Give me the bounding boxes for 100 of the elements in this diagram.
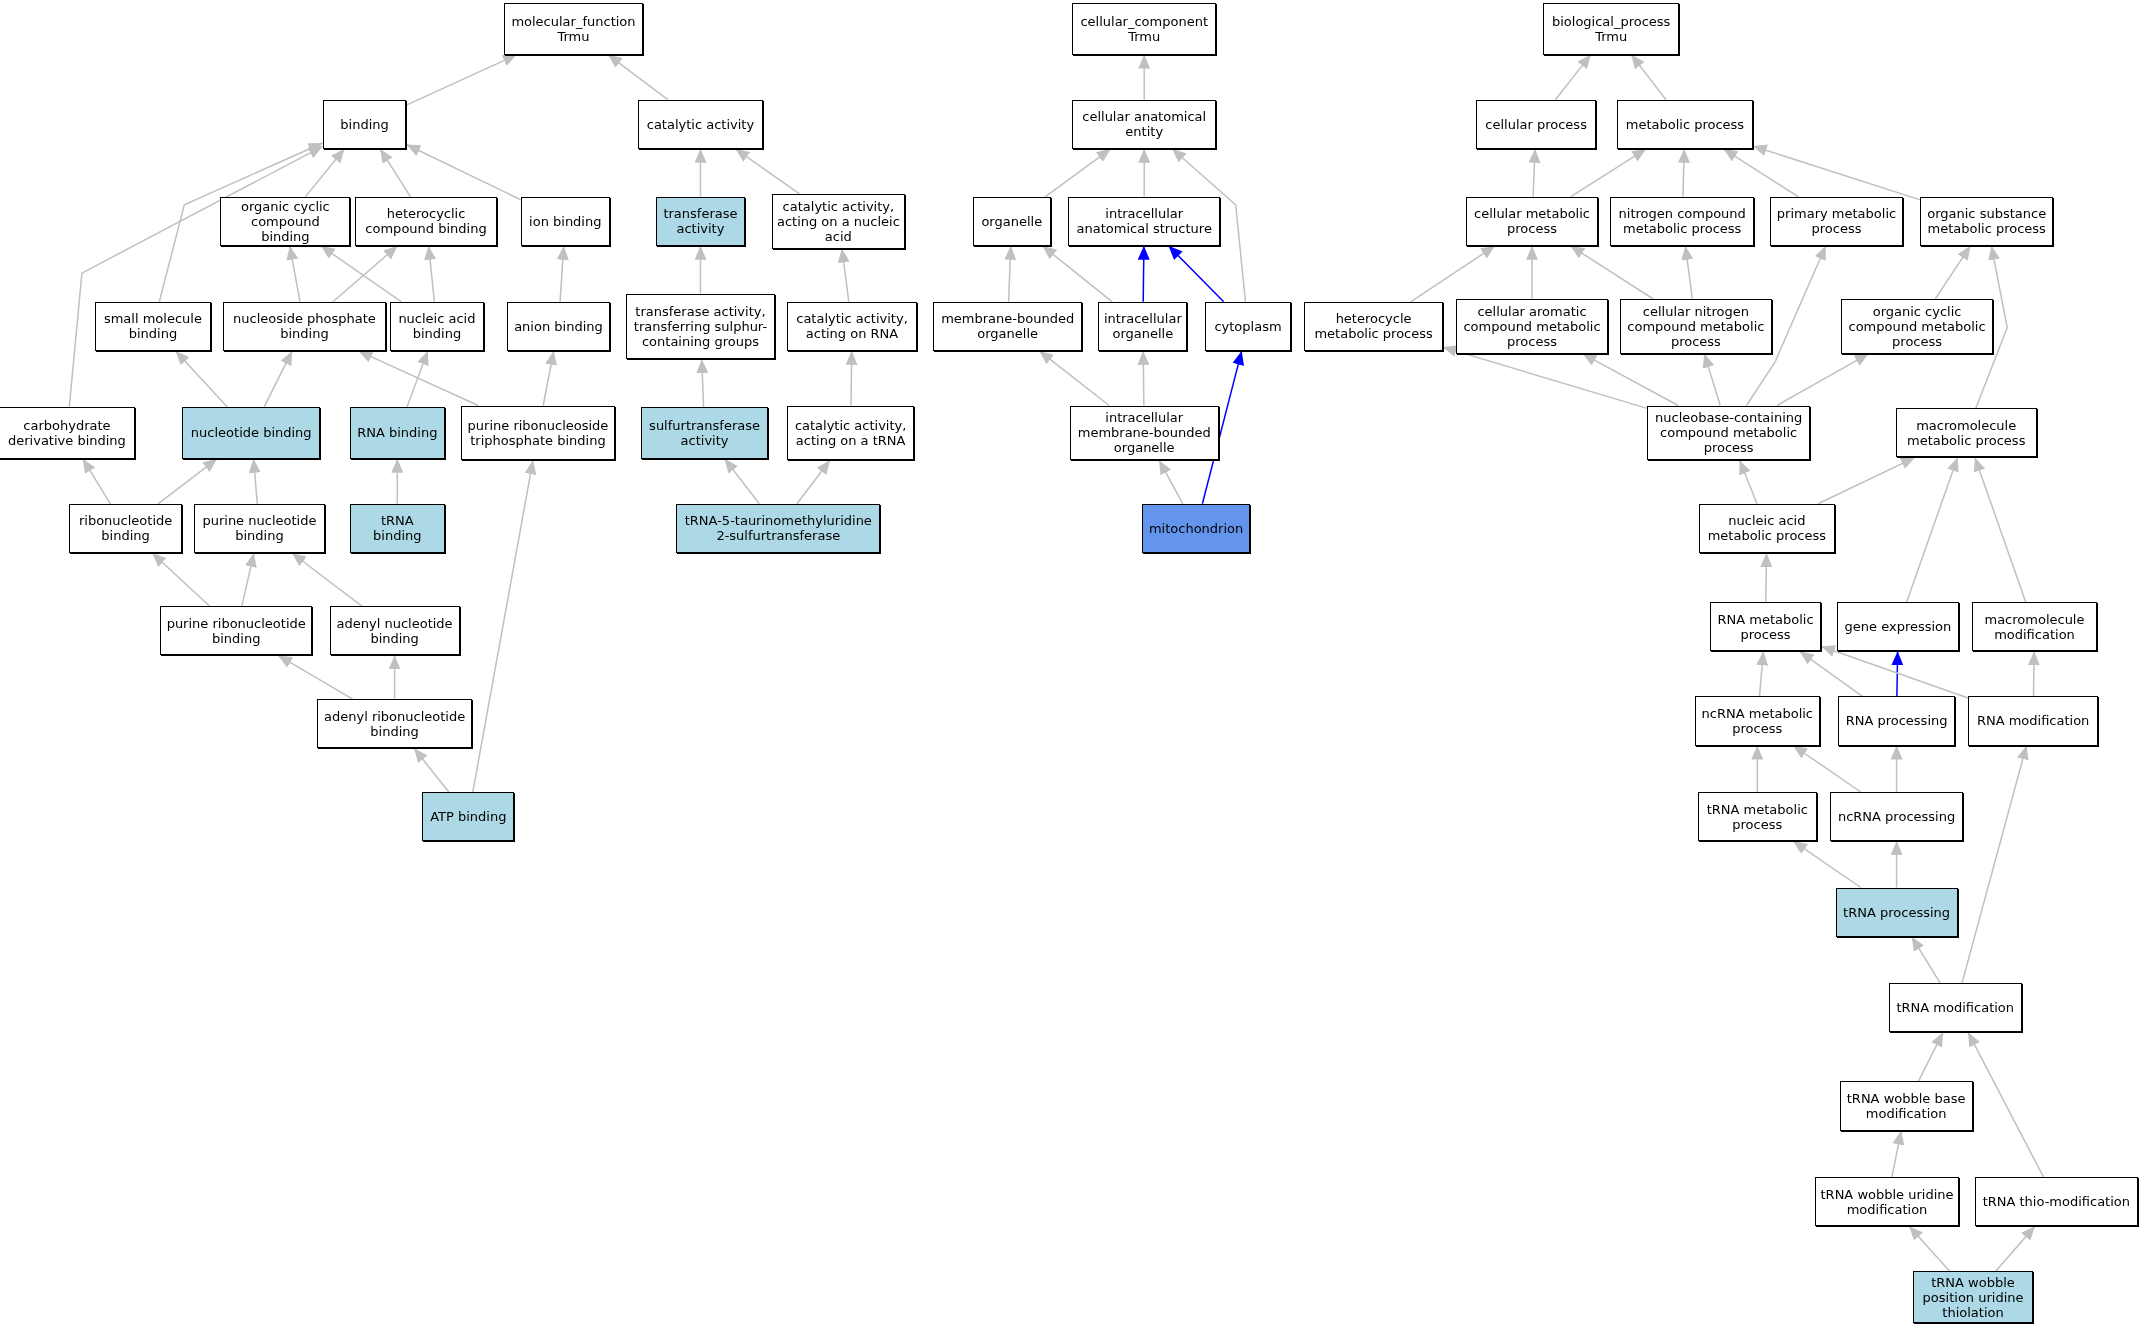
arrow [1722, 148, 1799, 198]
term-box: adenyl nucleotide binding [329, 606, 460, 656]
arrow [413, 747, 450, 793]
arrow [1569, 245, 1655, 300]
term-box: gene expression [1836, 602, 1959, 652]
arrow [1137, 350, 1150, 407]
arrow [1891, 650, 1904, 698]
term-box: RNA binding [350, 406, 445, 459]
arrow [2027, 650, 2040, 698]
arrow [1917, 1031, 1944, 1083]
term-box: tRNA binding [350, 503, 445, 553]
term-box: ribonucleotide binding [68, 503, 183, 553]
term-box: intracellular organelle [1098, 301, 1188, 351]
term-box: cellular aromatic compound metabolic process [1456, 299, 1608, 354]
arrow [796, 459, 831, 505]
term-box: tRNA wobble position uridine thiolation [1913, 1271, 2033, 1324]
term-box: cellular metabolic process [1465, 196, 1599, 246]
arrow [1975, 245, 2008, 410]
term-box: tRNA processing [1835, 887, 1958, 937]
arrow [391, 458, 404, 505]
arrow [734, 148, 801, 195]
arrow [332, 245, 399, 303]
arrow [1973, 456, 2027, 603]
arrow [556, 245, 569, 303]
term-box: mitochondrion [1141, 503, 1251, 553]
arrow [82, 458, 112, 505]
term-box: metabolic process [1617, 99, 1753, 149]
term-box: tRNA metabolic process [1697, 791, 1817, 842]
term-box: catalytic activity, acting on a nucleic acid [771, 193, 905, 249]
arrow [845, 350, 858, 407]
arrow [1905, 456, 1959, 603]
term-box: ATP binding [422, 791, 515, 842]
term-box: cellular nitrogen compound metabolic process [1619, 299, 1772, 354]
arrow [1138, 148, 1151, 198]
term-box: RNA metabolic process [1710, 602, 1821, 652]
term-box: transferase activity [655, 196, 746, 246]
term-box: purine ribonucleoside triphosphate binding [460, 405, 616, 461]
term-box: nucleoside phosphate binding [223, 301, 386, 351]
arrow [1961, 744, 2029, 984]
term-box: organic cyclic compound binding [220, 196, 351, 246]
term-box: catalytic activity [638, 99, 763, 149]
arrow [1138, 53, 1151, 101]
arrow [1570, 148, 1647, 198]
arrow [1910, 935, 1941, 984]
term-box: membrane-bounded organelle [933, 301, 1083, 351]
term-box: cellular process [1476, 99, 1596, 149]
term-box: primary metabolic process [1770, 196, 1903, 246]
arrow [320, 245, 403, 303]
term-box: RNA processing [1838, 696, 1955, 746]
arrow [607, 53, 669, 101]
term-box: anion binding [507, 301, 610, 351]
arrow [405, 143, 522, 201]
arrow [1756, 650, 1769, 698]
term-box: cytoplasm [1204, 301, 1292, 351]
arrow [1158, 459, 1184, 505]
arrow [277, 654, 354, 700]
arrow [723, 458, 761, 505]
arrow [1738, 459, 1758, 505]
term-box: tRNA wobble base modification [1839, 1081, 1973, 1131]
term-box: organic cyclic compound metabolic process [1841, 299, 1994, 354]
arrow [1908, 1225, 1951, 1272]
arrow [694, 245, 707, 295]
term-box: intracellular anatomical structure [1068, 196, 1221, 246]
term-box: small molecule binding [94, 301, 212, 351]
arrow [1442, 345, 1648, 410]
arrow [1967, 1031, 2045, 1178]
arrow [1137, 245, 1150, 303]
arrow [424, 245, 436, 303]
arrow [1817, 456, 1916, 505]
arrow [1630, 53, 1667, 101]
arrow [1554, 53, 1592, 101]
arrow [1994, 1225, 2036, 1272]
arrow [1041, 245, 1113, 303]
arrow [241, 552, 257, 608]
arrow [1409, 245, 1496, 303]
arrow [151, 552, 211, 608]
arrow [1044, 148, 1112, 198]
term-box: purine ribonucleotide binding [160, 606, 313, 656]
arrow [406, 350, 429, 408]
arrow [1792, 744, 1862, 793]
arrow [1890, 744, 1903, 793]
arrow [68, 145, 324, 408]
arrow [1528, 148, 1541, 198]
term-box: transferase activity, transferring sulphur-containing groups [625, 293, 776, 360]
arrow [158, 142, 324, 303]
arrow [304, 148, 346, 198]
term-box: binding [322, 99, 407, 149]
arrow [1004, 245, 1017, 303]
term-box: sulfurtransferase activity [640, 406, 769, 459]
arrow [405, 53, 518, 106]
arrow [263, 350, 293, 408]
arrow [379, 148, 412, 198]
term-box: nucleic acid metabolic process [1699, 503, 1835, 553]
arrow [291, 552, 363, 608]
arrow [1776, 352, 1870, 407]
arrow [248, 458, 261, 505]
arrow [1752, 144, 1922, 201]
term-box: nucleotide binding [182, 406, 321, 459]
arrow [1760, 552, 1773, 603]
term-box: intracellular membrane-bounded organelle [1069, 405, 1219, 461]
